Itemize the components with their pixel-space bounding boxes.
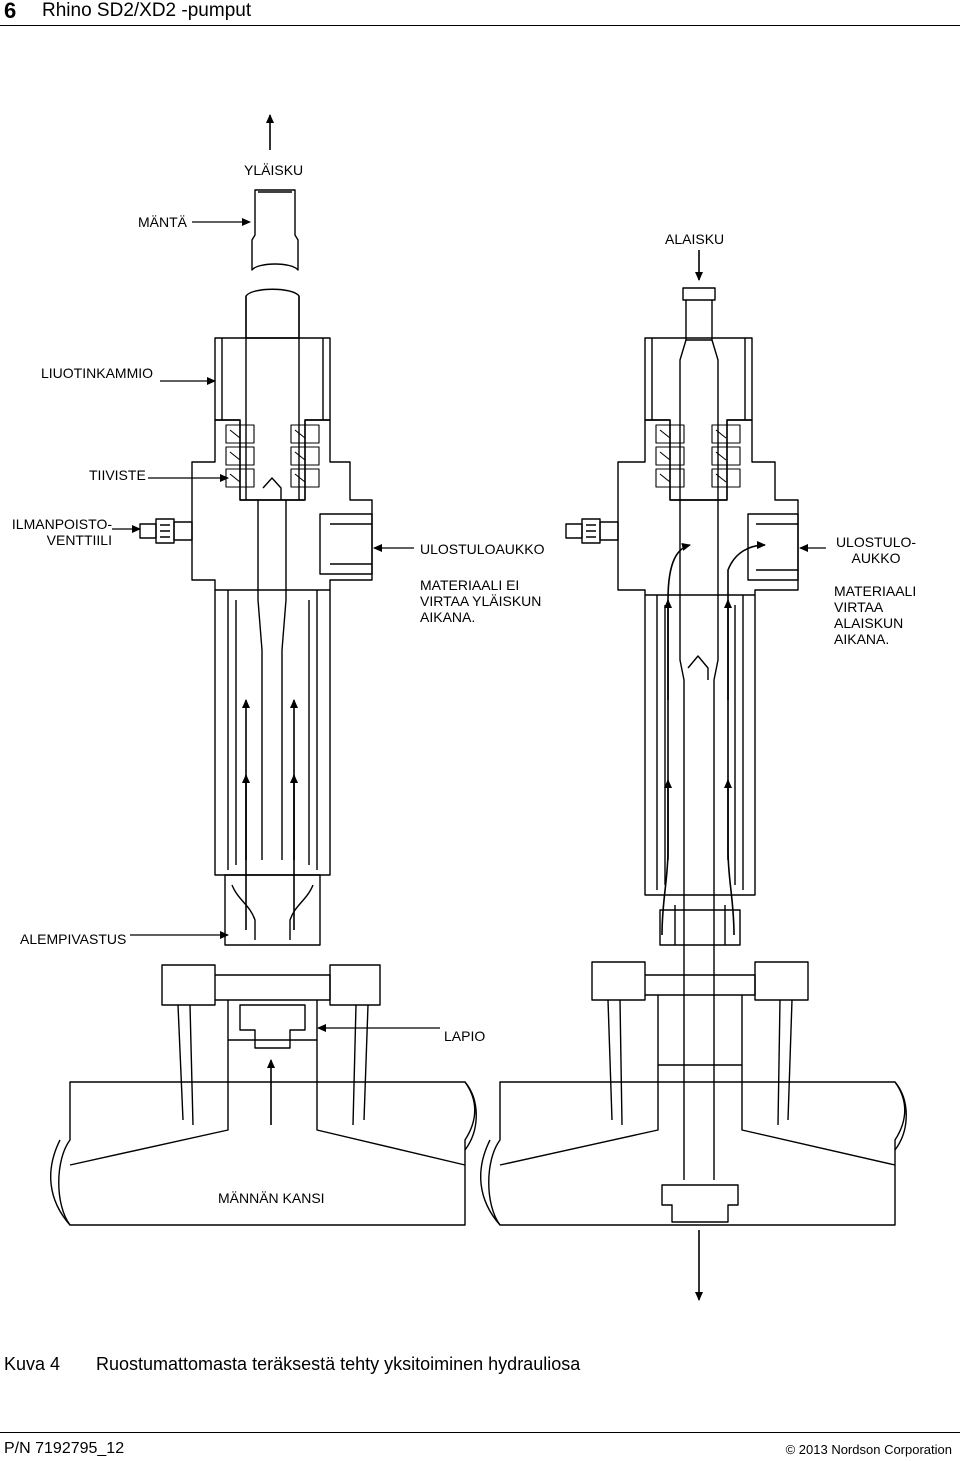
right-bleed-valve bbox=[565, 518, 619, 544]
label-seal: TIIVISTE bbox=[89, 467, 146, 483]
label-outlet-right: ULOSTULO- AUKKO bbox=[835, 534, 917, 566]
label-piston: MÄNTÄ bbox=[138, 214, 187, 230]
figure-caption: Ruostumattomasta teräksestä tehty yksito… bbox=[96, 1354, 581, 1374]
label-downstroke: ALAISKU bbox=[665, 231, 725, 247]
page-number: 6 bbox=[4, 0, 17, 23]
header-rule bbox=[0, 25, 960, 26]
label-shovel: LAPIO bbox=[444, 1028, 486, 1044]
left-flow-arrows bbox=[242, 114, 298, 1125]
label-bleed-valve: ILMANPOISTO- VENTTIILI bbox=[11, 516, 112, 548]
label-outlet-left: ULOSTULOAUKKO bbox=[420, 541, 545, 557]
right-flow-arrows bbox=[661, 250, 766, 1301]
label-leader-lines bbox=[112, 218, 826, 1032]
right-cylinder bbox=[644, 595, 756, 896]
part-number: P/N 7192795_12 bbox=[4, 1440, 125, 1457]
right-base bbox=[488, 1081, 906, 1226]
left-outlet-port bbox=[319, 513, 373, 575]
label-note-left: MATERIAALI EI VIRTAA YLÄISKUN AIKANA. bbox=[420, 577, 542, 625]
left-piston-rod-top bbox=[251, 189, 299, 271]
right-piston-cap bbox=[661, 1184, 739, 1223]
page-title: Rhino SD2/XD2 -pumput bbox=[42, 0, 252, 21]
right-piston-rod-top bbox=[682, 287, 716, 301]
left-piston-rod bbox=[245, 288, 300, 339]
label-upstroke: YLÄISKU bbox=[244, 162, 304, 178]
copyright: © 2013 Nordson Corporation bbox=[785, 1442, 952, 1457]
left-pump bbox=[50, 114, 477, 1226]
left-bleed-valve bbox=[139, 518, 193, 544]
page-header: 6 Rhino SD2/XD2 -pumput bbox=[0, 0, 960, 26]
footer-rule bbox=[0, 1432, 960, 1433]
figure-number: Kuva 4 bbox=[4, 1354, 61, 1374]
left-cylinder bbox=[214, 590, 331, 876]
right-solvent-chamber bbox=[644, 337, 753, 501]
right-outlet-port bbox=[747, 513, 799, 581]
label-piston-cap: MÄNNÄN KANSI bbox=[218, 1190, 325, 1206]
left-shovel bbox=[239, 1004, 306, 1049]
right-lower-check bbox=[659, 909, 741, 946]
label-solvent-chamber: LIUOTINKAMMIO bbox=[41, 365, 154, 381]
left-foot-housing bbox=[161, 964, 381, 1006]
left-lower-check bbox=[224, 874, 321, 946]
label-note-right: MATERIAALI VIRTAA ALAISKUN AIKANA. bbox=[834, 583, 917, 647]
right-pump bbox=[480, 250, 907, 1301]
label-lower-check: ALEMPIVASTUS bbox=[20, 931, 127, 947]
right-pump-body bbox=[617, 419, 799, 596]
left-base bbox=[58, 1081, 476, 1226]
